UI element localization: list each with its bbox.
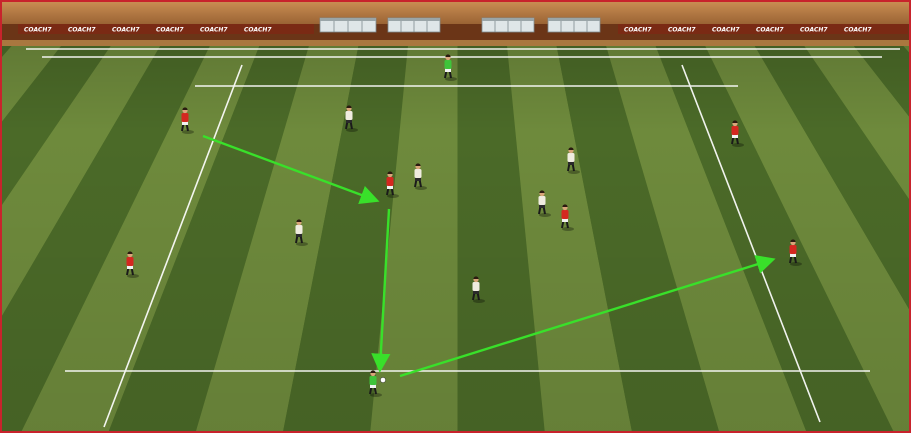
ad-board-label: COACH7: [244, 27, 272, 34]
ad-board-label: COACH7: [712, 27, 740, 34]
bench: [482, 18, 534, 32]
ad-board-label: COACH7: [756, 27, 784, 34]
ad-board-label: COACH7: [844, 27, 872, 34]
bench: [388, 18, 440, 32]
ad-board-label: COACH7: [156, 27, 184, 34]
ad-board-label: COACH7: [668, 27, 696, 34]
ad-board-label: COACH7: [68, 27, 96, 34]
ad-board-label: COACH7: [200, 27, 228, 34]
ad-board-label: COACH7: [24, 27, 52, 34]
stadium-stand: COACH7 COACH7 COACH7 COACH7 COACH7 COACH7 COAC…: [2, 2, 911, 46]
ad-board-label: COACH7: [624, 27, 652, 34]
bench: [320, 18, 376, 32]
ball-icon[interactable]: [380, 377, 385, 382]
bench: [548, 18, 600, 32]
ad-board-label: COACH7: [800, 27, 828, 34]
ad-board-label: COACH7: [112, 27, 140, 34]
